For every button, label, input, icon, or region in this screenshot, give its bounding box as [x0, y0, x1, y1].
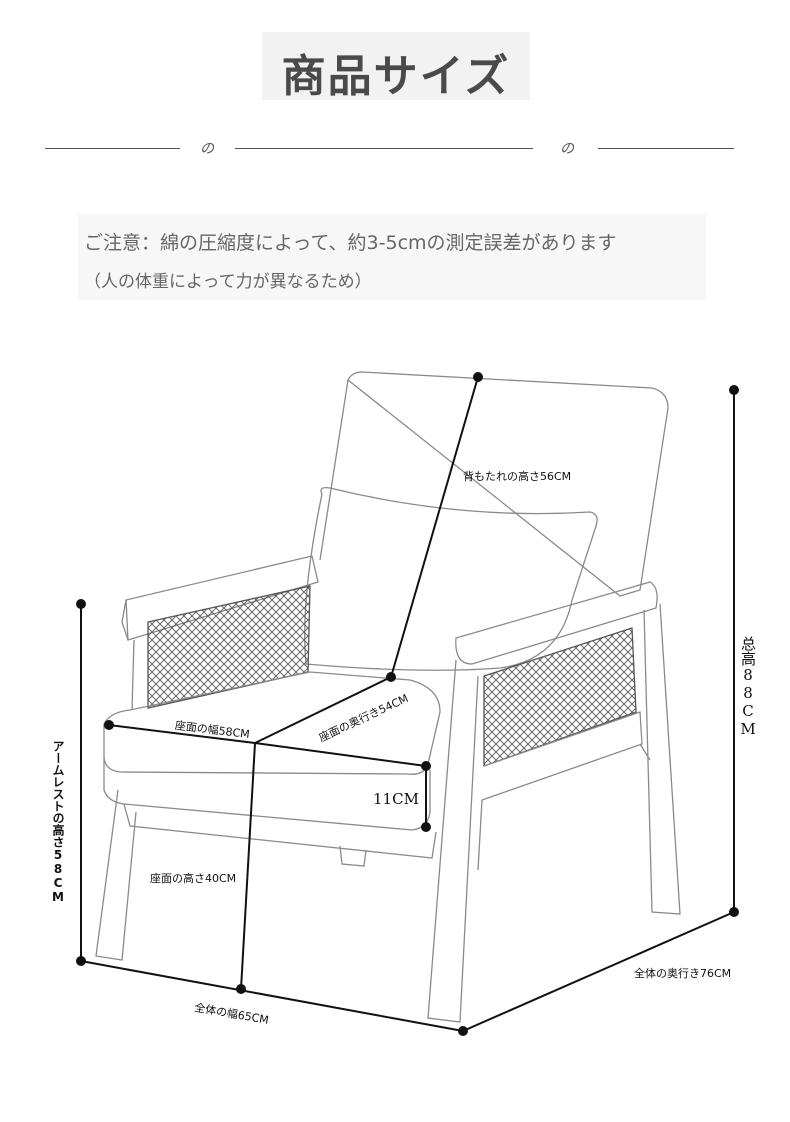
divider-line: [598, 148, 734, 149]
divider-mark: の: [200, 141, 214, 157]
note-text: ご注意：綿の圧縮度によって、約3-5cmの測定誤差があります: [84, 232, 617, 254]
total-height-label: 总高88CM: [739, 636, 757, 738]
title-banner: 商品サイズ: [262, 32, 530, 102]
chair-sketch: [95, 371, 681, 1023]
divider-line: [45, 148, 180, 149]
dimension-lines: [76, 372, 739, 1036]
divider-line: [235, 148, 533, 149]
overall-depth-label: 全体の奥行き76CM: [634, 967, 732, 980]
note-subtext: （人の体重によって力が異なるため）: [84, 272, 372, 292]
page-title: 商品サイズ: [281, 51, 511, 102]
backrest-height-label: 背もたれの高さ56CM: [463, 470, 572, 483]
cushion-thickness-label: 11CM: [373, 790, 419, 808]
note-box: [78, 214, 706, 300]
seat-height-label: 座面の高さ40CM: [150, 872, 237, 885]
armrest-height-label: アームレストの高さ58CM: [51, 740, 65, 904]
divider-mark: の: [560, 141, 574, 157]
